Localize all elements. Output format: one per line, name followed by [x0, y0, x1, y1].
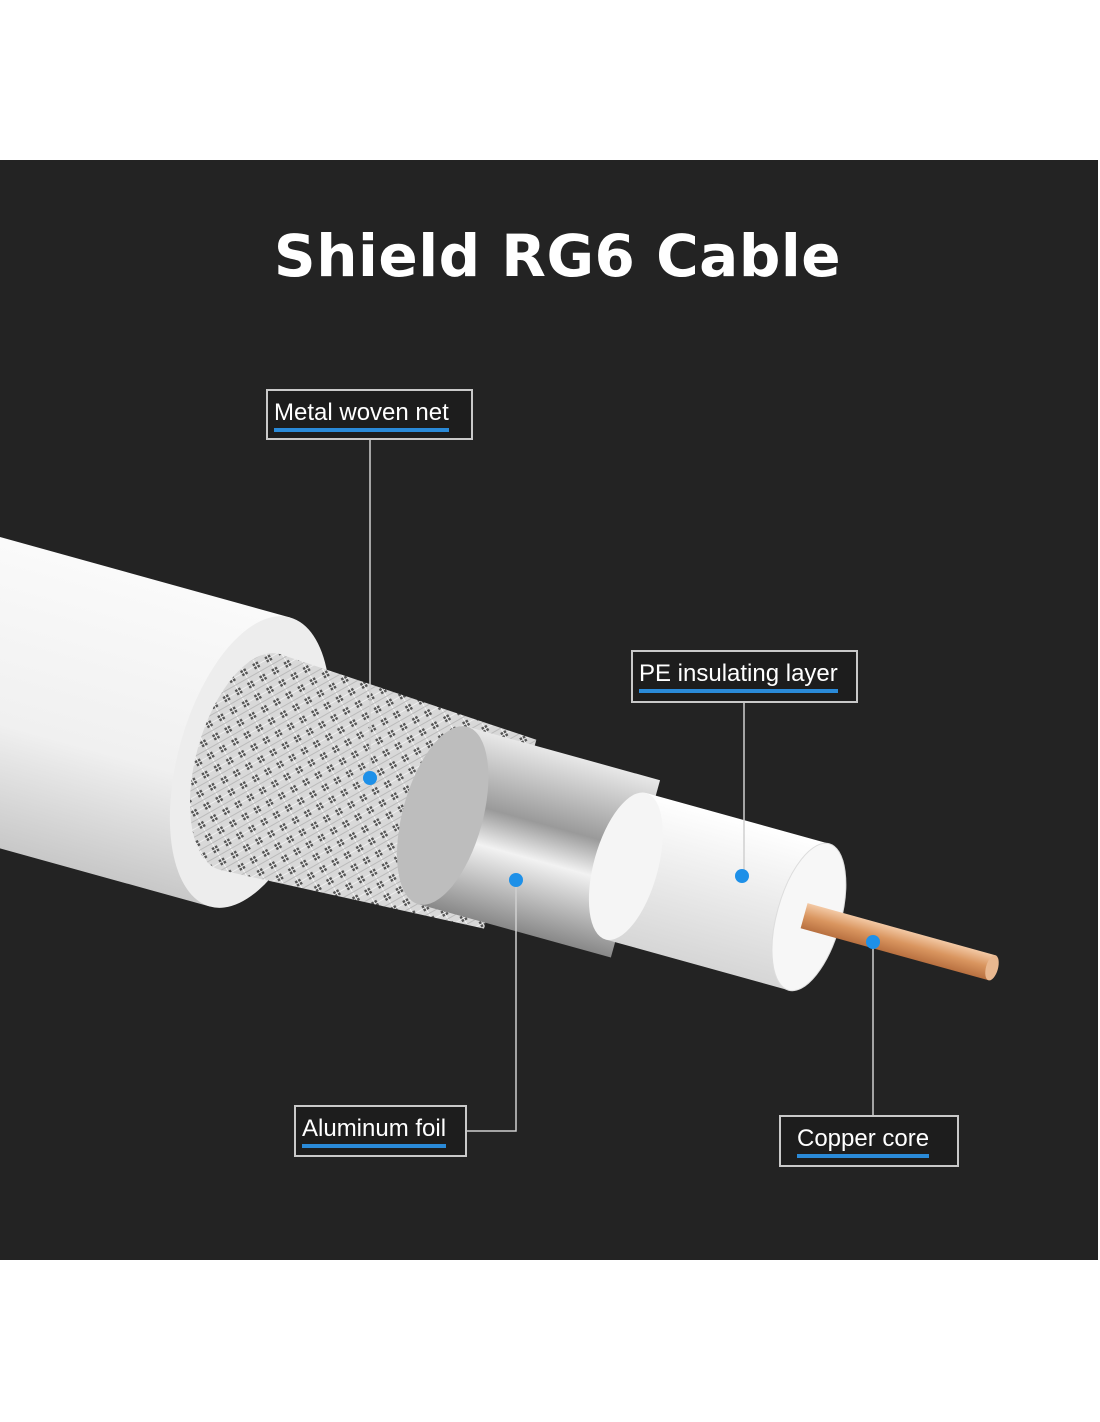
label-aluminum-foil: Aluminum foil [294, 1105, 467, 1157]
label-metal-woven-net: Metal woven net [266, 389, 473, 440]
marker-dot-foil [509, 873, 523, 887]
marker-dot-braid [363, 771, 377, 785]
copper-conductor [800, 903, 999, 981]
label-text: Aluminum foil [302, 1116, 447, 1148]
pe-insulator [588, 792, 847, 992]
label-pe-insulating-layer: PE insulating layer [631, 650, 858, 703]
label-text: PE insulating layer [639, 661, 838, 693]
leader-lines [369, 439, 874, 1132]
label-copper-core: Copper core [779, 1115, 959, 1167]
diagram-title: Shield RG6 Cable [273, 222, 842, 290]
marker-dot-copper [866, 935, 880, 949]
label-text: Metal woven net [274, 400, 449, 432]
label-text: Copper core [797, 1126, 930, 1158]
marker-dot-pe [735, 869, 749, 883]
marker-dots [363, 771, 880, 949]
